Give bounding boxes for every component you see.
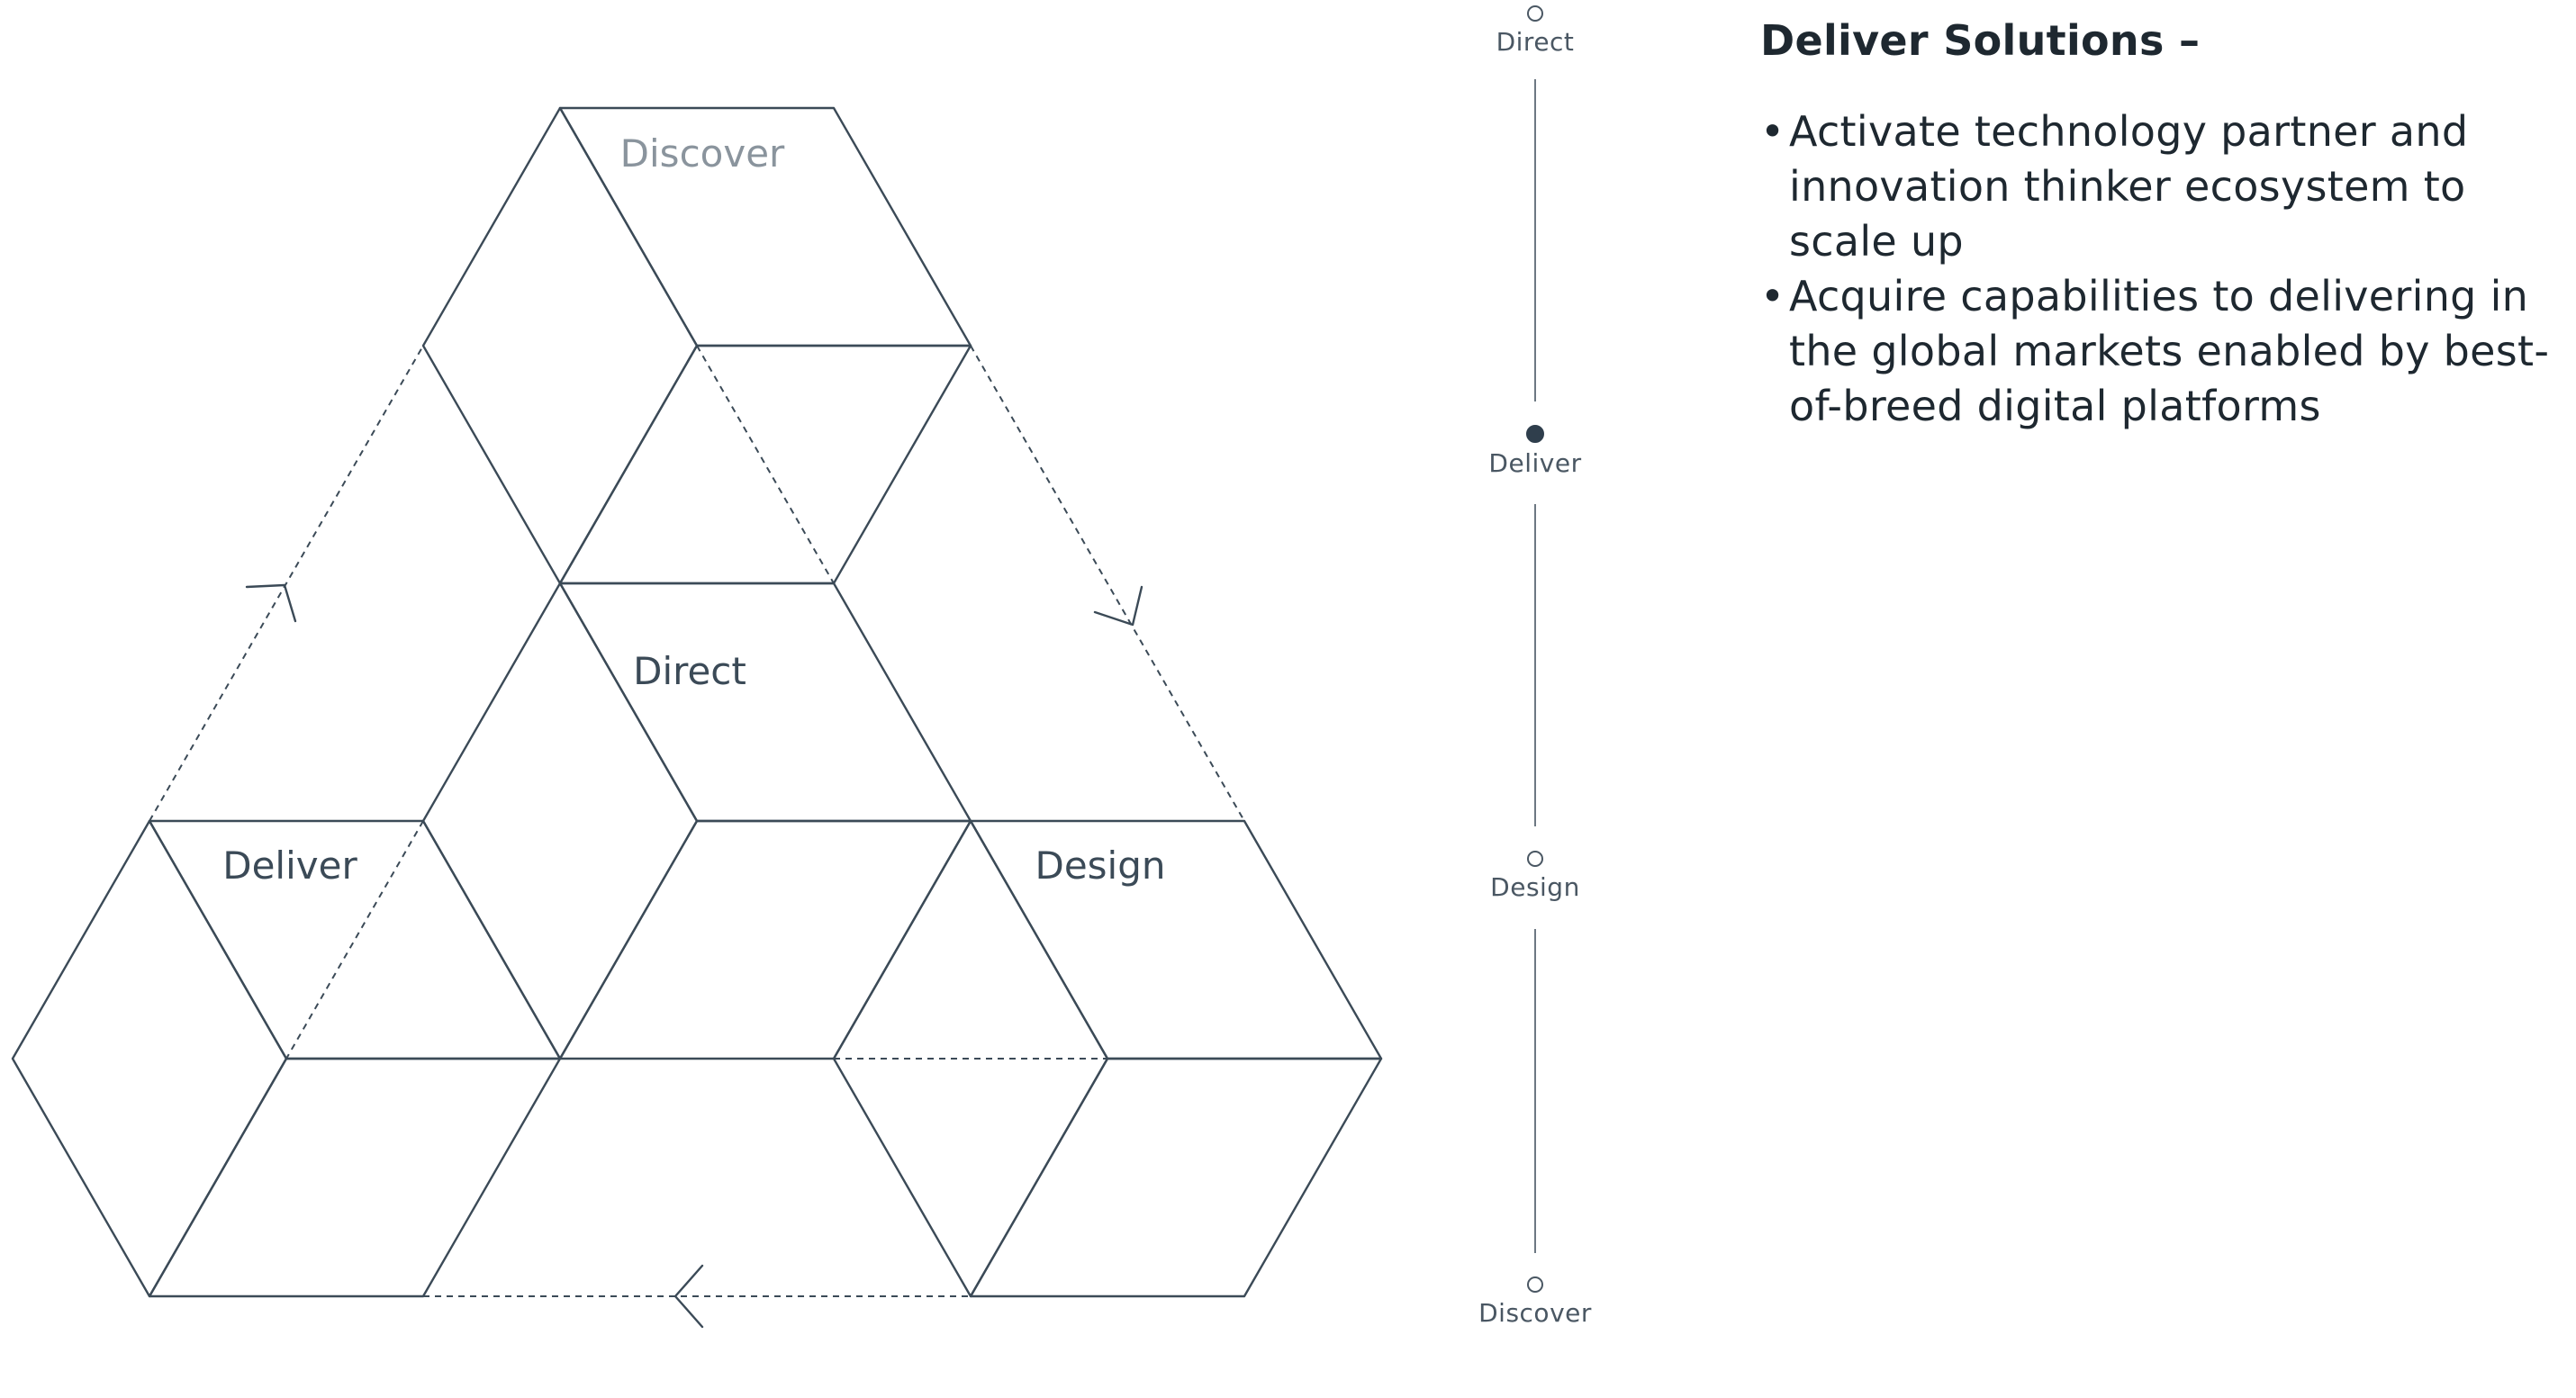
arrow-up-right-icon	[245, 583, 297, 623]
panel-title: Deliver Solutions –	[1760, 16, 2201, 65]
bullet-item: Activate technology partner and innovati…	[1760, 104, 2571, 269]
label-direct: Direct	[633, 649, 746, 693]
timeline-segment	[1534, 504, 1536, 826]
design-cell-top	[969, 819, 1383, 1060]
timeline-label: Discover	[1478, 1298, 1592, 1328]
direct-cell-right	[558, 819, 972, 1060]
direct-cell-top	[558, 582, 972, 823]
label-discover: Discover	[620, 131, 785, 176]
arrow-left-icon	[673, 1264, 704, 1329]
discover-cell-right	[558, 344, 972, 585]
timeline-dot-active	[1526, 425, 1544, 443]
timeline-node-design[interactable]: Design	[1477, 851, 1594, 902]
timeline-dot	[1527, 1276, 1543, 1293]
design-cell-right	[969, 1057, 1383, 1298]
timeline-dot	[1527, 851, 1543, 867]
design-cluster[interactable]	[832, 819, 1383, 1298]
bullet-list: Activate technology partner and innovati…	[1760, 104, 2571, 434]
stage-timeline: Direct Deliver Design Discover	[1477, 0, 1594, 1368]
flow-line-right	[970, 345, 1245, 822]
inner-dash-center	[696, 345, 835, 584]
label-deliver: Deliver	[222, 843, 357, 888]
discover-cell-left	[421, 106, 699, 585]
timeline-segment	[1534, 929, 1536, 1253]
timeline-node-deliver[interactable]: Deliver	[1477, 425, 1594, 478]
inner-dash-deliver	[285, 820, 424, 1060]
timeline-node-direct[interactable]: Direct	[1477, 5, 1594, 57]
flow-line-left	[149, 345, 424, 822]
timeline-dot	[1527, 5, 1543, 22]
flow-dashed-lines	[149, 345, 1245, 1297]
timeline-label: Deliver	[1488, 448, 1582, 478]
timeline-segment	[1534, 79, 1536, 401]
deliver-cell-right	[148, 1057, 562, 1298]
phase-diagram: Discover Direct Deliver Design	[11, 106, 1383, 1329]
label-design: Design	[1035, 843, 1165, 888]
description-panel: Deliver Solutions – Activate technology …	[1760, 16, 2571, 434]
timeline-label: Design	[1490, 872, 1580, 902]
deliver-cell-left	[11, 819, 288, 1298]
bullet-item: Acquire capabilities to delivering in th…	[1760, 269, 2571, 434]
arrow-down-right-icon	[1093, 585, 1143, 627]
timeline-node-discover[interactable]: Discover	[1477, 1276, 1594, 1328]
timeline-label: Direct	[1496, 27, 1575, 57]
